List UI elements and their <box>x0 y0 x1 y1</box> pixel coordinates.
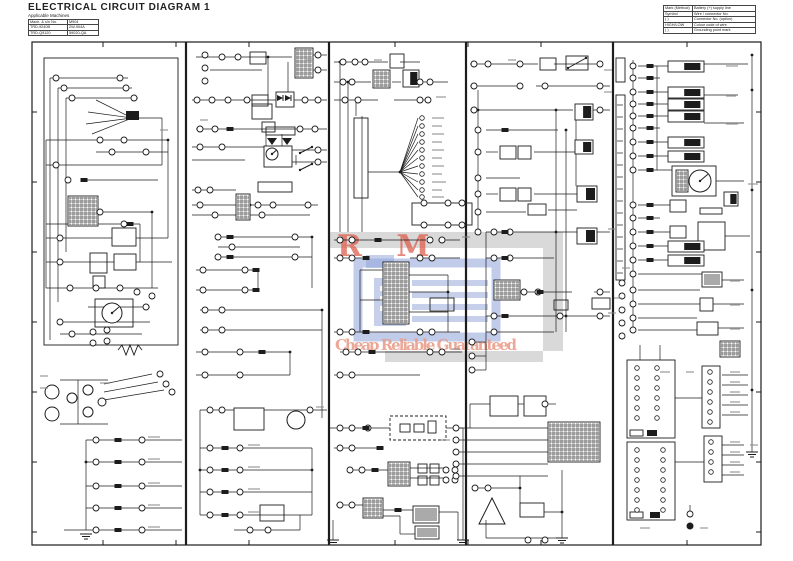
table-row: ( )Connector No. (option) <box>663 16 756 23</box>
page-title: ELECTRICAL CIRCUIT DIAGRAM 1 <box>28 2 211 13</box>
table-row: ( )Grounding point mark <box>663 27 756 34</box>
machines-table-caption: Applicable Machines <box>28 13 70 18</box>
table-cell: 2W-904A <box>67 24 99 31</box>
watermark-tagline: Cheap Reliable Guaranteed <box>335 336 518 354</box>
table-cell: Colour code of wire <box>692 21 756 29</box>
table-cell: M904 <box>67 18 99 26</box>
table-cell: Connector No. (option) <box>692 16 756 23</box>
table-cell: 59020-QA <box>67 29 99 37</box>
table-row: Mach. & s/n No.M904 <box>28 18 99 26</box>
table-cell: Grounding point mark <box>692 27 756 34</box>
circuit-network <box>31 41 762 546</box>
